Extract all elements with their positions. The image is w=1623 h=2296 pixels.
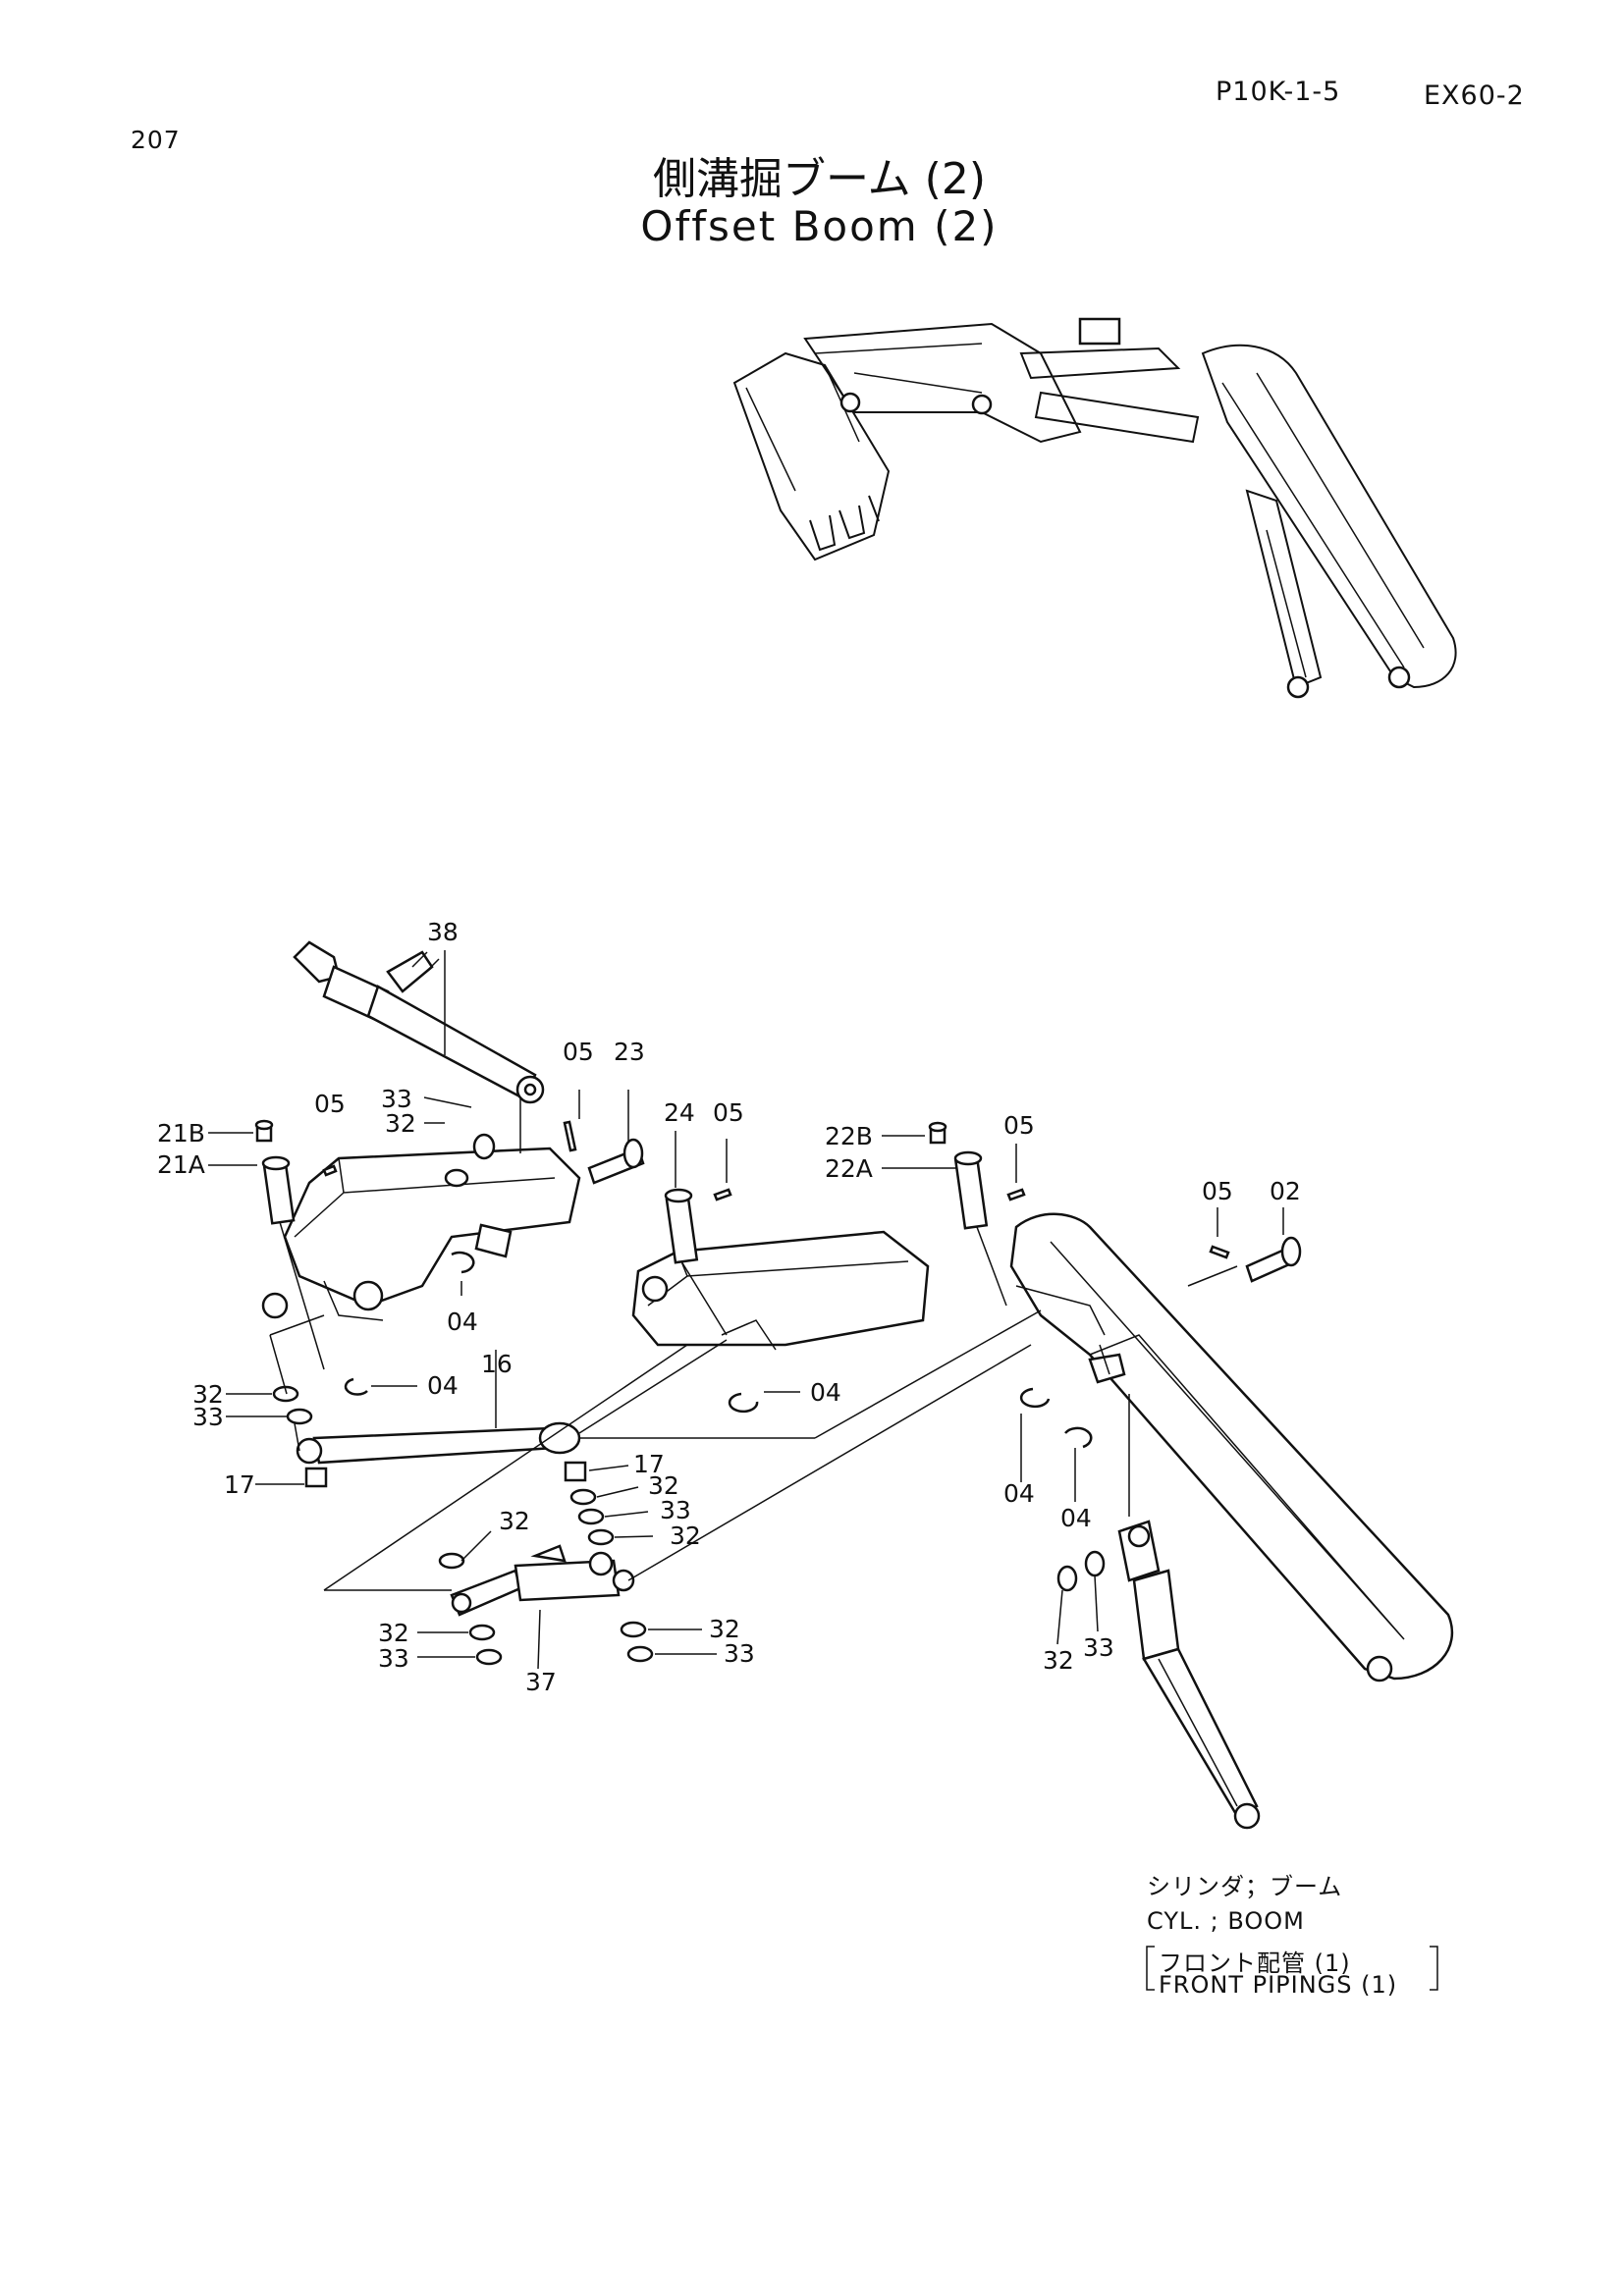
callout-32: 32 (709, 1615, 740, 1643)
collar-04 (344, 1377, 368, 1396)
callout-38: 38 (427, 918, 459, 946)
note-front-pipings-jp: フロント配管 (1) (1159, 1949, 1351, 1977)
washer-32 (272, 1385, 299, 1403)
callout-04: 04 (1060, 1504, 1092, 1532)
callout-32: 32 (648, 1471, 679, 1500)
page-number: 207 (131, 126, 181, 154)
pin-23 (587, 1138, 645, 1185)
overview-machine-illustration (732, 317, 1457, 699)
bushing-17 (564, 1461, 587, 1482)
part-37-cylinder (450, 1544, 635, 1617)
callout-05: 05 (563, 1038, 594, 1066)
callout-32: 32 (499, 1507, 530, 1535)
callout-05: 05 (713, 1098, 744, 1127)
washer-33 (475, 1648, 503, 1666)
pin-24 (664, 1188, 699, 1264)
callout-22B: 22B (825, 1122, 873, 1150)
pin-22A (953, 1150, 989, 1230)
callout-05: 05 (314, 1090, 346, 1118)
callout-33: 33 (660, 1496, 691, 1524)
washer-32 (1056, 1565, 1078, 1592)
washer-32 (587, 1528, 615, 1546)
left-offset-bracket (261, 1147, 581, 1321)
bracket-right (1430, 1946, 1438, 1991)
washer-33 (577, 1508, 605, 1525)
callout-21B: 21B (157, 1119, 205, 1148)
callout-32: 32 (192, 1380, 224, 1409)
callout-33: 33 (1083, 1633, 1114, 1662)
callout-04: 04 (1003, 1479, 1035, 1508)
pin-02 (1245, 1236, 1302, 1283)
callout-33: 33 (378, 1644, 409, 1673)
note-front-pipings-en: FRONT PIPINGS (1) (1159, 1971, 1398, 1999)
callout-33: 33 (192, 1403, 224, 1431)
spring-pin-05 (563, 1120, 577, 1152)
callout-labels: 38 05 23 33 32 21B 21A 05 24 05 22B 05 2… (157, 918, 1301, 1696)
pin-21A (261, 1155, 296, 1225)
spring-pin-05 (322, 1164, 338, 1177)
washer-32 (620, 1621, 647, 1638)
callout-05: 05 (1202, 1177, 1233, 1205)
callout-32: 32 (385, 1109, 416, 1138)
collar-04 (451, 1251, 475, 1274)
callout-33: 33 (381, 1085, 412, 1113)
callout-37: 37 (525, 1668, 557, 1696)
callout-21A: 21A (157, 1150, 205, 1179)
washer-32 (569, 1488, 597, 1506)
spring-pin-05 (1209, 1245, 1230, 1259)
boom-cylinder (1117, 1520, 1261, 1830)
note-cylinder-boom-jp: シリンダ；ブーム (1147, 1873, 1343, 1900)
collar-04 (1019, 1387, 1051, 1409)
callout-32: 32 (1043, 1646, 1074, 1675)
note-cylinder-boom-en: CYL. ; BOOM (1147, 1907, 1305, 1935)
callout-02: 02 (1270, 1177, 1301, 1205)
middle-offset-bracket (631, 1230, 930, 1351)
callout-22A: 22A (825, 1154, 873, 1183)
callout-23: 23 (614, 1038, 645, 1066)
bracket-left (1146, 1946, 1155, 1991)
washer-32 (444, 1168, 469, 1188)
part-16-link-rod (296, 1421, 581, 1465)
washer-32 (438, 1552, 465, 1570)
washer-32 (468, 1624, 496, 1641)
part-38-offset-cylinder (293, 940, 545, 1104)
callout-04: 04 (447, 1308, 478, 1336)
callout-32: 32 (378, 1619, 409, 1647)
callout-16: 16 (481, 1350, 513, 1378)
doc-code: P10K-1-5 (1216, 77, 1341, 107)
spring-pin-05 (713, 1188, 732, 1201)
washer-33 (626, 1645, 654, 1663)
boom-structure (1009, 1212, 1454, 1682)
washer-33 (472, 1133, 496, 1160)
page-title-japanese: 側溝掘ブーム (2) (653, 154, 986, 204)
callout-17: 17 (633, 1450, 665, 1478)
collar-04 (728, 1392, 759, 1414)
assembly-lines (208, 950, 1284, 1670)
bolt-21B (254, 1119, 274, 1143)
page-title-english: Offset Boom (2) (640, 202, 999, 250)
callout-04: 04 (427, 1371, 459, 1400)
callout-04: 04 (810, 1378, 841, 1407)
collar-04 (1064, 1426, 1093, 1449)
spring-pin-05 (1006, 1188, 1026, 1201)
callout-32: 32 (670, 1522, 701, 1550)
callout-33: 33 (724, 1639, 755, 1668)
bolt-22B (928, 1121, 947, 1145)
bushing-17 (304, 1467, 328, 1488)
callout-17: 17 (224, 1470, 255, 1499)
washer-33 (1084, 1550, 1106, 1577)
washer-33 (286, 1408, 313, 1425)
callout-05: 05 (1003, 1111, 1035, 1140)
callout-24: 24 (664, 1098, 695, 1127)
model-code: EX60-2 (1424, 80, 1525, 111)
